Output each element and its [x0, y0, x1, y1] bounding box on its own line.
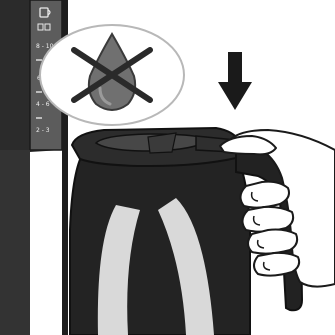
no-drip-icon — [40, 25, 184, 125]
scale-label: 2 - 3 — [36, 127, 50, 134]
scale-label: 4 - 6 — [36, 101, 50, 108]
